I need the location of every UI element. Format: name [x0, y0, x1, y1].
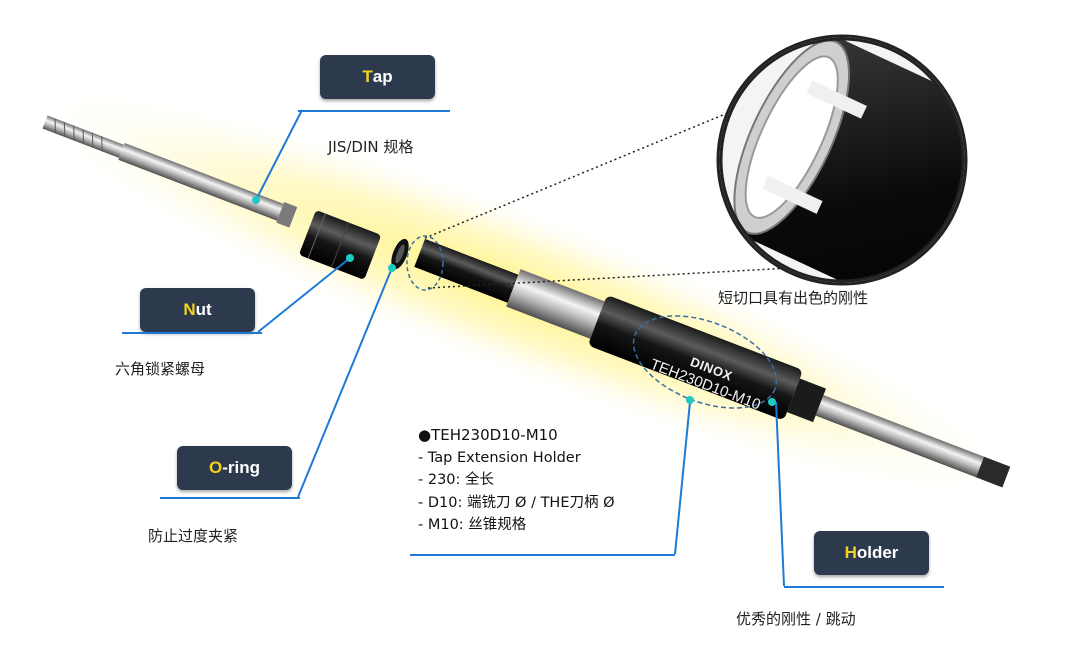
spec-line-2: - 230: 全长: [418, 472, 495, 488]
zoom-line-bottom: [427, 267, 791, 289]
spec-model: TEH230D10-M10: [431, 426, 558, 444]
spec-model-line: ●TEH230D10-M10: [418, 424, 615, 447]
zoom-magnifier: [716, 34, 968, 286]
nut-caption: 六角锁紧螺母: [115, 360, 206, 378]
spec-line-3: - D10: 端铣刀 Ø / THE刀柄 Ø: [418, 494, 615, 511]
oring-caption: 防止过度夹紧: [148, 527, 239, 545]
holder-rule: [784, 586, 944, 588]
tap-caption: JIS/DIN 规格: [328, 138, 414, 156]
holder-leader: [775, 401, 785, 587]
slot-caption: 短切口具有出色的刚性: [718, 289, 869, 307]
holder-caption: 优秀的刚性 / 跳动: [736, 610, 856, 628]
oring-leader: [297, 267, 393, 498]
engraving-leader: [674, 401, 691, 555]
tap-leader: [255, 109, 303, 201]
tap-rule: [298, 110, 450, 112]
tap-part: [42, 115, 298, 228]
spec-line-4: - M10: 丝锥规格: [418, 517, 527, 533]
spec-rule: [410, 554, 675, 556]
holder-part: [414, 238, 1011, 488]
oring-badge: O-ring: [177, 446, 292, 490]
spec-bullet: ●: [418, 426, 432, 444]
slot-highlight: [406, 235, 444, 291]
zoom-line-top: [424, 109, 736, 239]
nut-part: [299, 211, 381, 279]
nut-leader: [257, 257, 351, 333]
oring-part: [391, 238, 409, 270]
nut-rule: [122, 332, 262, 334]
spec-block: ●TEH230D10-M10 - Tap Extension Holder - …: [418, 424, 615, 537]
spec-line-1: - Tap Extension Holder: [418, 449, 581, 466]
oring-rule: [160, 497, 300, 499]
